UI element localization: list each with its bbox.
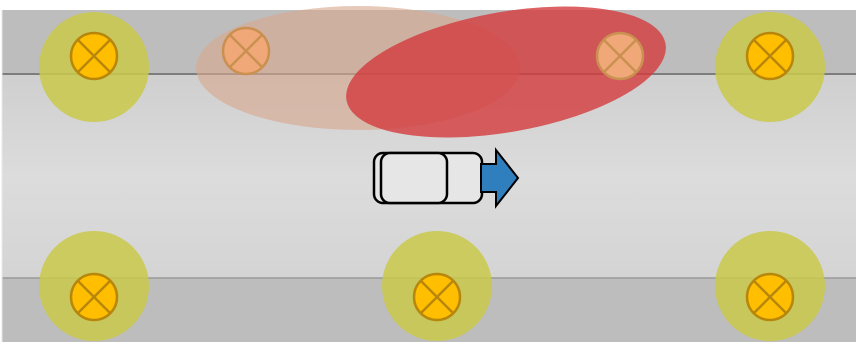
streetlight-bottom-middle <box>382 231 492 341</box>
streetlight-top-right <box>715 12 825 122</box>
arrow-right-icon <box>480 147 520 209</box>
car-icon <box>372 151 484 205</box>
lamp-icon <box>745 31 795 81</box>
lamp-icon <box>745 272 795 322</box>
streetlight-bottom-left <box>39 231 149 341</box>
adaptive-lamp-left <box>221 26 271 76</box>
streetlight-top-left <box>39 12 149 122</box>
lamp-icon <box>412 272 462 322</box>
lamp-icon <box>69 272 119 322</box>
vehicle <box>372 147 520 209</box>
beam-right <box>346 6 666 138</box>
adaptive-lamp-right <box>595 31 645 81</box>
streetlight-bottom-right <box>715 231 825 341</box>
lamp-icon <box>69 31 119 81</box>
